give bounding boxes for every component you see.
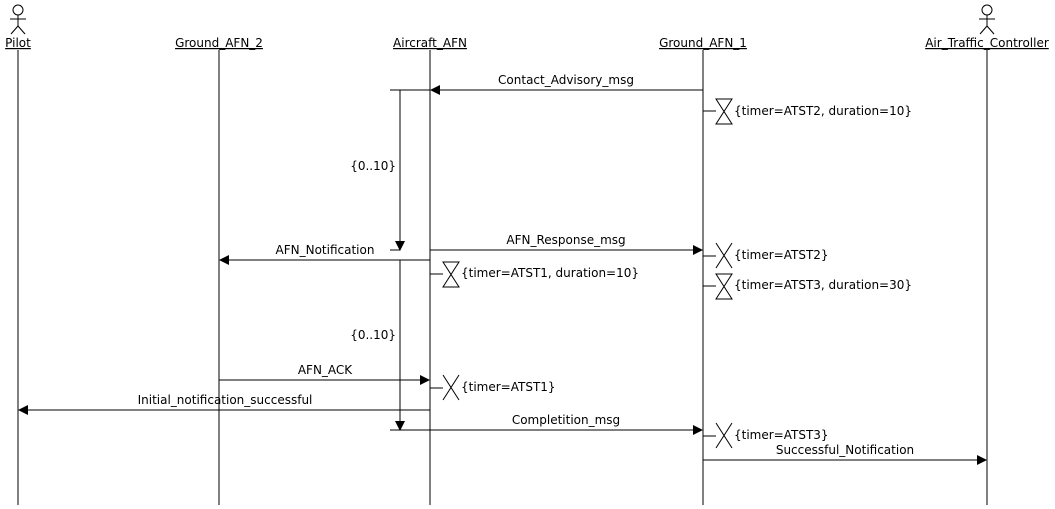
message-completition: Completition_msg xyxy=(400,413,703,435)
timer-start-atst3: {timer=ATST3, duration=30} xyxy=(703,273,912,300)
message-label-initial-notification-successful: Initial_notification_successful xyxy=(138,393,313,407)
timer-stop-atst3: {timer=ATST3} xyxy=(703,422,829,449)
message-afn-response: AFN_Response_msg xyxy=(430,233,703,255)
constraint-label-2: {0..10} xyxy=(350,328,396,342)
message-label-completition: Completition_msg xyxy=(512,413,620,427)
timer-label-atst3-stop: {timer=ATST3} xyxy=(734,428,829,442)
timer-stop-atst1: {timer=ATST1} xyxy=(430,374,556,401)
actor-icon xyxy=(979,4,995,35)
duration-constraint-1: {0..10} xyxy=(350,89,430,251)
message-contact-advisory: Contact_Advisory_msg xyxy=(430,73,703,95)
message-label-afn-notification: AFN_Notification xyxy=(276,243,375,257)
timer-label-atst3-set: {timer=ATST3, duration=30} xyxy=(734,278,912,292)
participant-label-pilot: Pilot xyxy=(5,36,31,50)
timer-label-atst1-stop: {timer=ATST1} xyxy=(461,380,556,394)
message-label-contact-advisory: Contact_Advisory_msg xyxy=(498,73,634,87)
participant-pilot: Pilot xyxy=(5,4,31,50)
message-label-afn-ack: AFN_ACK xyxy=(298,363,353,377)
timer-start-atst1: {timer=ATST1, duration=10} xyxy=(430,261,639,288)
participant-label-air-traffic-controller: Air_Traffic_Controller xyxy=(925,36,1049,50)
participant-ground-afn-1: Ground_AFN_1 xyxy=(659,36,747,50)
message-label-successful-notification: Successful_Notification xyxy=(776,443,914,457)
message-initial-notification-successful: Initial_notification_successful xyxy=(18,393,430,415)
participant-label-ground-afn-1: Ground_AFN_1 xyxy=(659,36,747,50)
message-afn-ack: AFN_ACK xyxy=(219,363,430,385)
timer-label-atst2-set: {timer=ATST2, duration=10} xyxy=(734,104,912,118)
constraint-label-1: {0..10} xyxy=(350,159,396,173)
timer-stop-atst2: {timer=ATST2} xyxy=(703,242,829,269)
duration-constraint-2: {0..10} xyxy=(350,260,405,431)
timer-label-atst1-set: {timer=ATST1, duration=10} xyxy=(461,266,639,280)
message-afn-notification: AFN_Notification xyxy=(219,243,430,265)
actor-icon xyxy=(10,4,26,35)
participant-label-ground-afn-2: Ground_AFN_2 xyxy=(175,36,263,50)
message-successful-notification: Successful_Notification xyxy=(703,443,987,465)
timer-label-atst2-stop: {timer=ATST2} xyxy=(734,248,829,262)
participant-ground-afn-2: Ground_AFN_2 xyxy=(175,36,263,50)
participant-air-traffic-controller: Air_Traffic_Controller xyxy=(925,4,1049,50)
message-label-afn-response: AFN_Response_msg xyxy=(506,233,625,247)
participant-aircraft-afn: Aircraft_AFN xyxy=(393,36,467,50)
participant-label-aircraft-afn: Aircraft_AFN xyxy=(393,36,467,50)
timer-start-atst2: {timer=ATST2, duration=10} xyxy=(703,98,912,125)
